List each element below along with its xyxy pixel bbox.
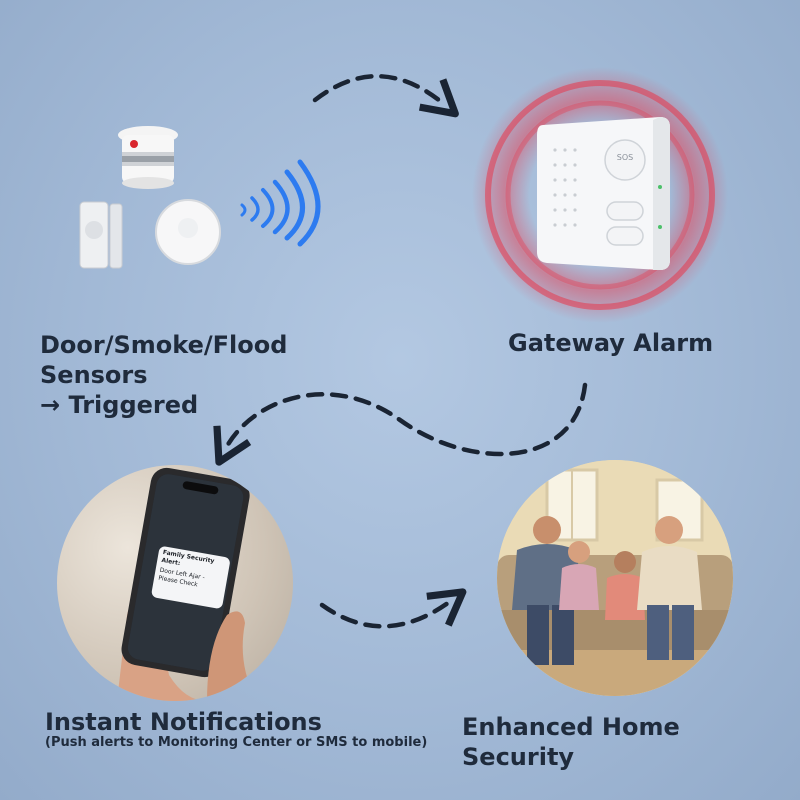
sos-button-label: SOS	[616, 153, 634, 162]
step1-title: Door/Smoke/Flood Sensors	[40, 331, 288, 389]
sensors-group	[70, 110, 340, 280]
gateway-device-icon	[537, 117, 670, 270]
arrow-notifications-to-security	[319, 588, 467, 629]
door-sensor-icon	[79, 201, 123, 269]
step1-subtitle: → Triggered	[40, 391, 199, 419]
smoke-detector-icon	[118, 126, 178, 189]
step3-subtitle: (Push alerts to Monitoring Center or SMS…	[45, 735, 428, 750]
step3-title: Instant Notifications	[45, 708, 322, 736]
arrow-gateway-to-notifications	[213, 382, 588, 466]
arrow-sensors-to-gateway	[312, 73, 459, 118]
wifi-signal-icon	[240, 159, 321, 247]
family-photo	[497, 460, 733, 696]
step4-title: Enhanced Home Security	[462, 713, 680, 771]
step2-title: Gateway Alarm	[508, 329, 714, 357]
notification-photo: Family Security Alert: Door Left Ajar - …	[57, 465, 293, 701]
smartphone-icon	[121, 467, 250, 678]
gateway-alarm-group: SOS	[455, 65, 745, 325]
flood-sensor-icon	[155, 199, 221, 265]
